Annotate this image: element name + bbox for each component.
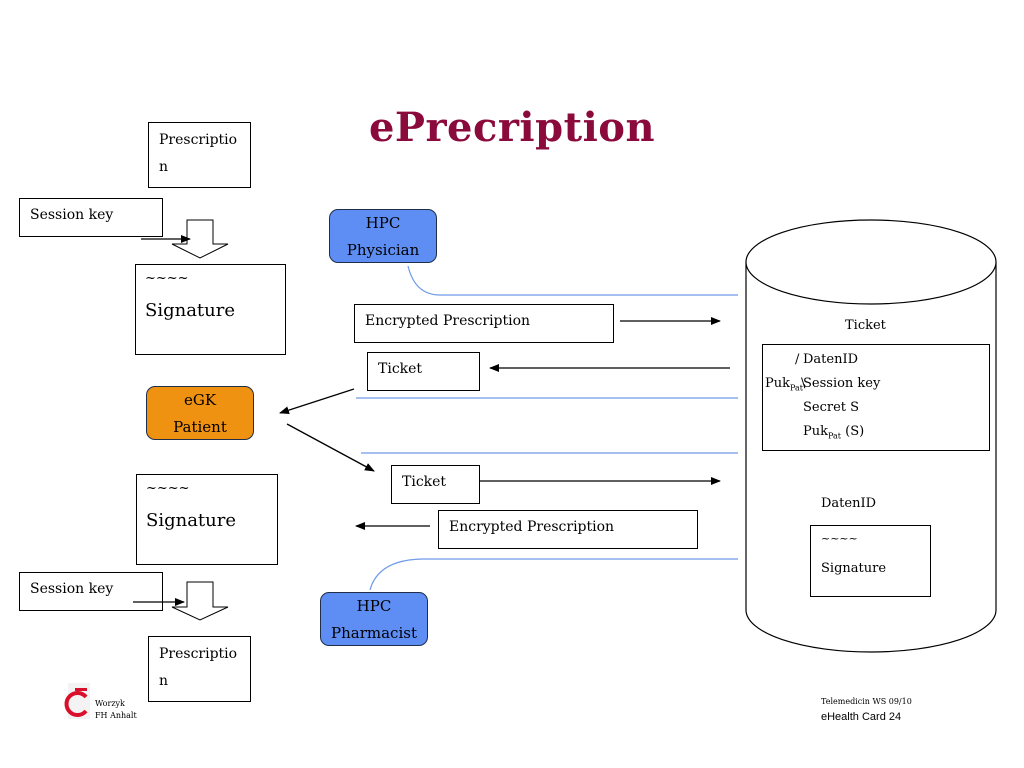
puk-text: Puk xyxy=(803,424,828,439)
down-block-arrow-bottom xyxy=(171,581,229,621)
institution-name: FH Anhalt xyxy=(95,711,137,720)
ticket-box-bottom: Ticket xyxy=(391,465,480,504)
puk-text: Puk xyxy=(765,376,790,391)
ticket-to-egk-arrow xyxy=(279,388,355,415)
session-key-box-bottom: Session key xyxy=(19,572,163,611)
footer-slide-number: eHealth Card 24 xyxy=(821,711,902,723)
puk-pat-s-label: PukPat (S) xyxy=(803,424,864,441)
signature-label: Signature xyxy=(146,510,237,531)
s-suffix: (S) xyxy=(841,424,865,439)
egk-to-ticket-arrow xyxy=(286,423,375,472)
prescription-line1: Prescriptio xyxy=(159,646,238,662)
session-key-box-top: Session key xyxy=(19,198,163,237)
server-daten-id-label: DatenID xyxy=(821,496,877,511)
secret-s-label: Secret S xyxy=(803,400,860,415)
daten-id-label: DatenID xyxy=(803,352,859,367)
encrypted-prescription-box-bottom: Encrypted Prescription xyxy=(438,510,698,549)
signature-label: Signature xyxy=(821,561,887,576)
session-key-label: Session key xyxy=(30,207,114,223)
signature-tilde: ~~~~ xyxy=(821,532,858,545)
slide-title: ePrecription xyxy=(368,104,656,151)
pharmacist-channel-line xyxy=(369,558,738,591)
hpc-label: HPC xyxy=(356,597,392,615)
ticket-label: Ticket xyxy=(402,474,447,490)
signature-tilde: ~~~~ xyxy=(146,481,190,496)
prescription-line2: n xyxy=(159,673,169,689)
pharmacist-label: Pharmacist xyxy=(331,624,417,642)
session-key-label: Session key xyxy=(803,376,881,391)
ticket-label: Ticket xyxy=(378,361,423,377)
encrypted-prescription-label: Encrypted Prescription xyxy=(365,313,531,329)
encrypted-prescription-label: Encrypted Prescription xyxy=(449,519,615,535)
prescription-box-bottom: Prescriptio n xyxy=(148,636,251,702)
egk-patient-label: Patient xyxy=(173,418,227,436)
server-ticket-box: / DatenID PukPat \ Session key Secret S … xyxy=(762,344,990,451)
physician-channel-line xyxy=(407,265,738,296)
footer-author: Worzyk FH Anhalt xyxy=(95,698,137,722)
hpc-physician-card: HPC Physician xyxy=(329,209,437,263)
session-key-label: Session key xyxy=(30,581,114,597)
pat-subscript: Pat xyxy=(790,383,804,393)
down-block-arrow-top xyxy=(171,219,229,259)
ticket-box-top: Ticket xyxy=(367,352,480,391)
hpc-pharmacist-card: HPC Pharmacist xyxy=(320,592,428,646)
signature-box-top: ~~~~ Signature xyxy=(135,264,286,355)
backslash-mark: \ xyxy=(801,376,806,391)
prescription-box-top: Prescriptio n xyxy=(148,122,251,188)
puk-pat-left: PukPat xyxy=(765,376,803,393)
prescription-line2: n xyxy=(159,159,169,175)
fh-anhalt-logo xyxy=(64,683,90,719)
prescription-line1: Prescriptio xyxy=(159,132,238,148)
author-name: Worzyk xyxy=(95,699,125,708)
server-ticket-label: Ticket xyxy=(845,318,886,333)
encrypted-prescription-box-top: Encrypted Prescription xyxy=(354,304,614,343)
egk-patient-card: eGK Patient xyxy=(146,386,254,440)
slash-mark: / xyxy=(795,352,800,367)
signature-box-bottom: ~~~~ Signature xyxy=(136,474,278,565)
pat-subscript: Pat xyxy=(828,431,842,441)
footer-course: Telemedicin WS 09/10 xyxy=(821,697,912,706)
egk-label: eGK xyxy=(183,391,217,409)
signature-tilde: ~~~~ xyxy=(145,271,189,286)
hpc-label: HPC xyxy=(365,214,401,232)
signature-label: Signature xyxy=(145,300,236,321)
physician-label: Physician xyxy=(346,241,420,259)
server-signature-box: ~~~~ Signature xyxy=(810,525,931,597)
